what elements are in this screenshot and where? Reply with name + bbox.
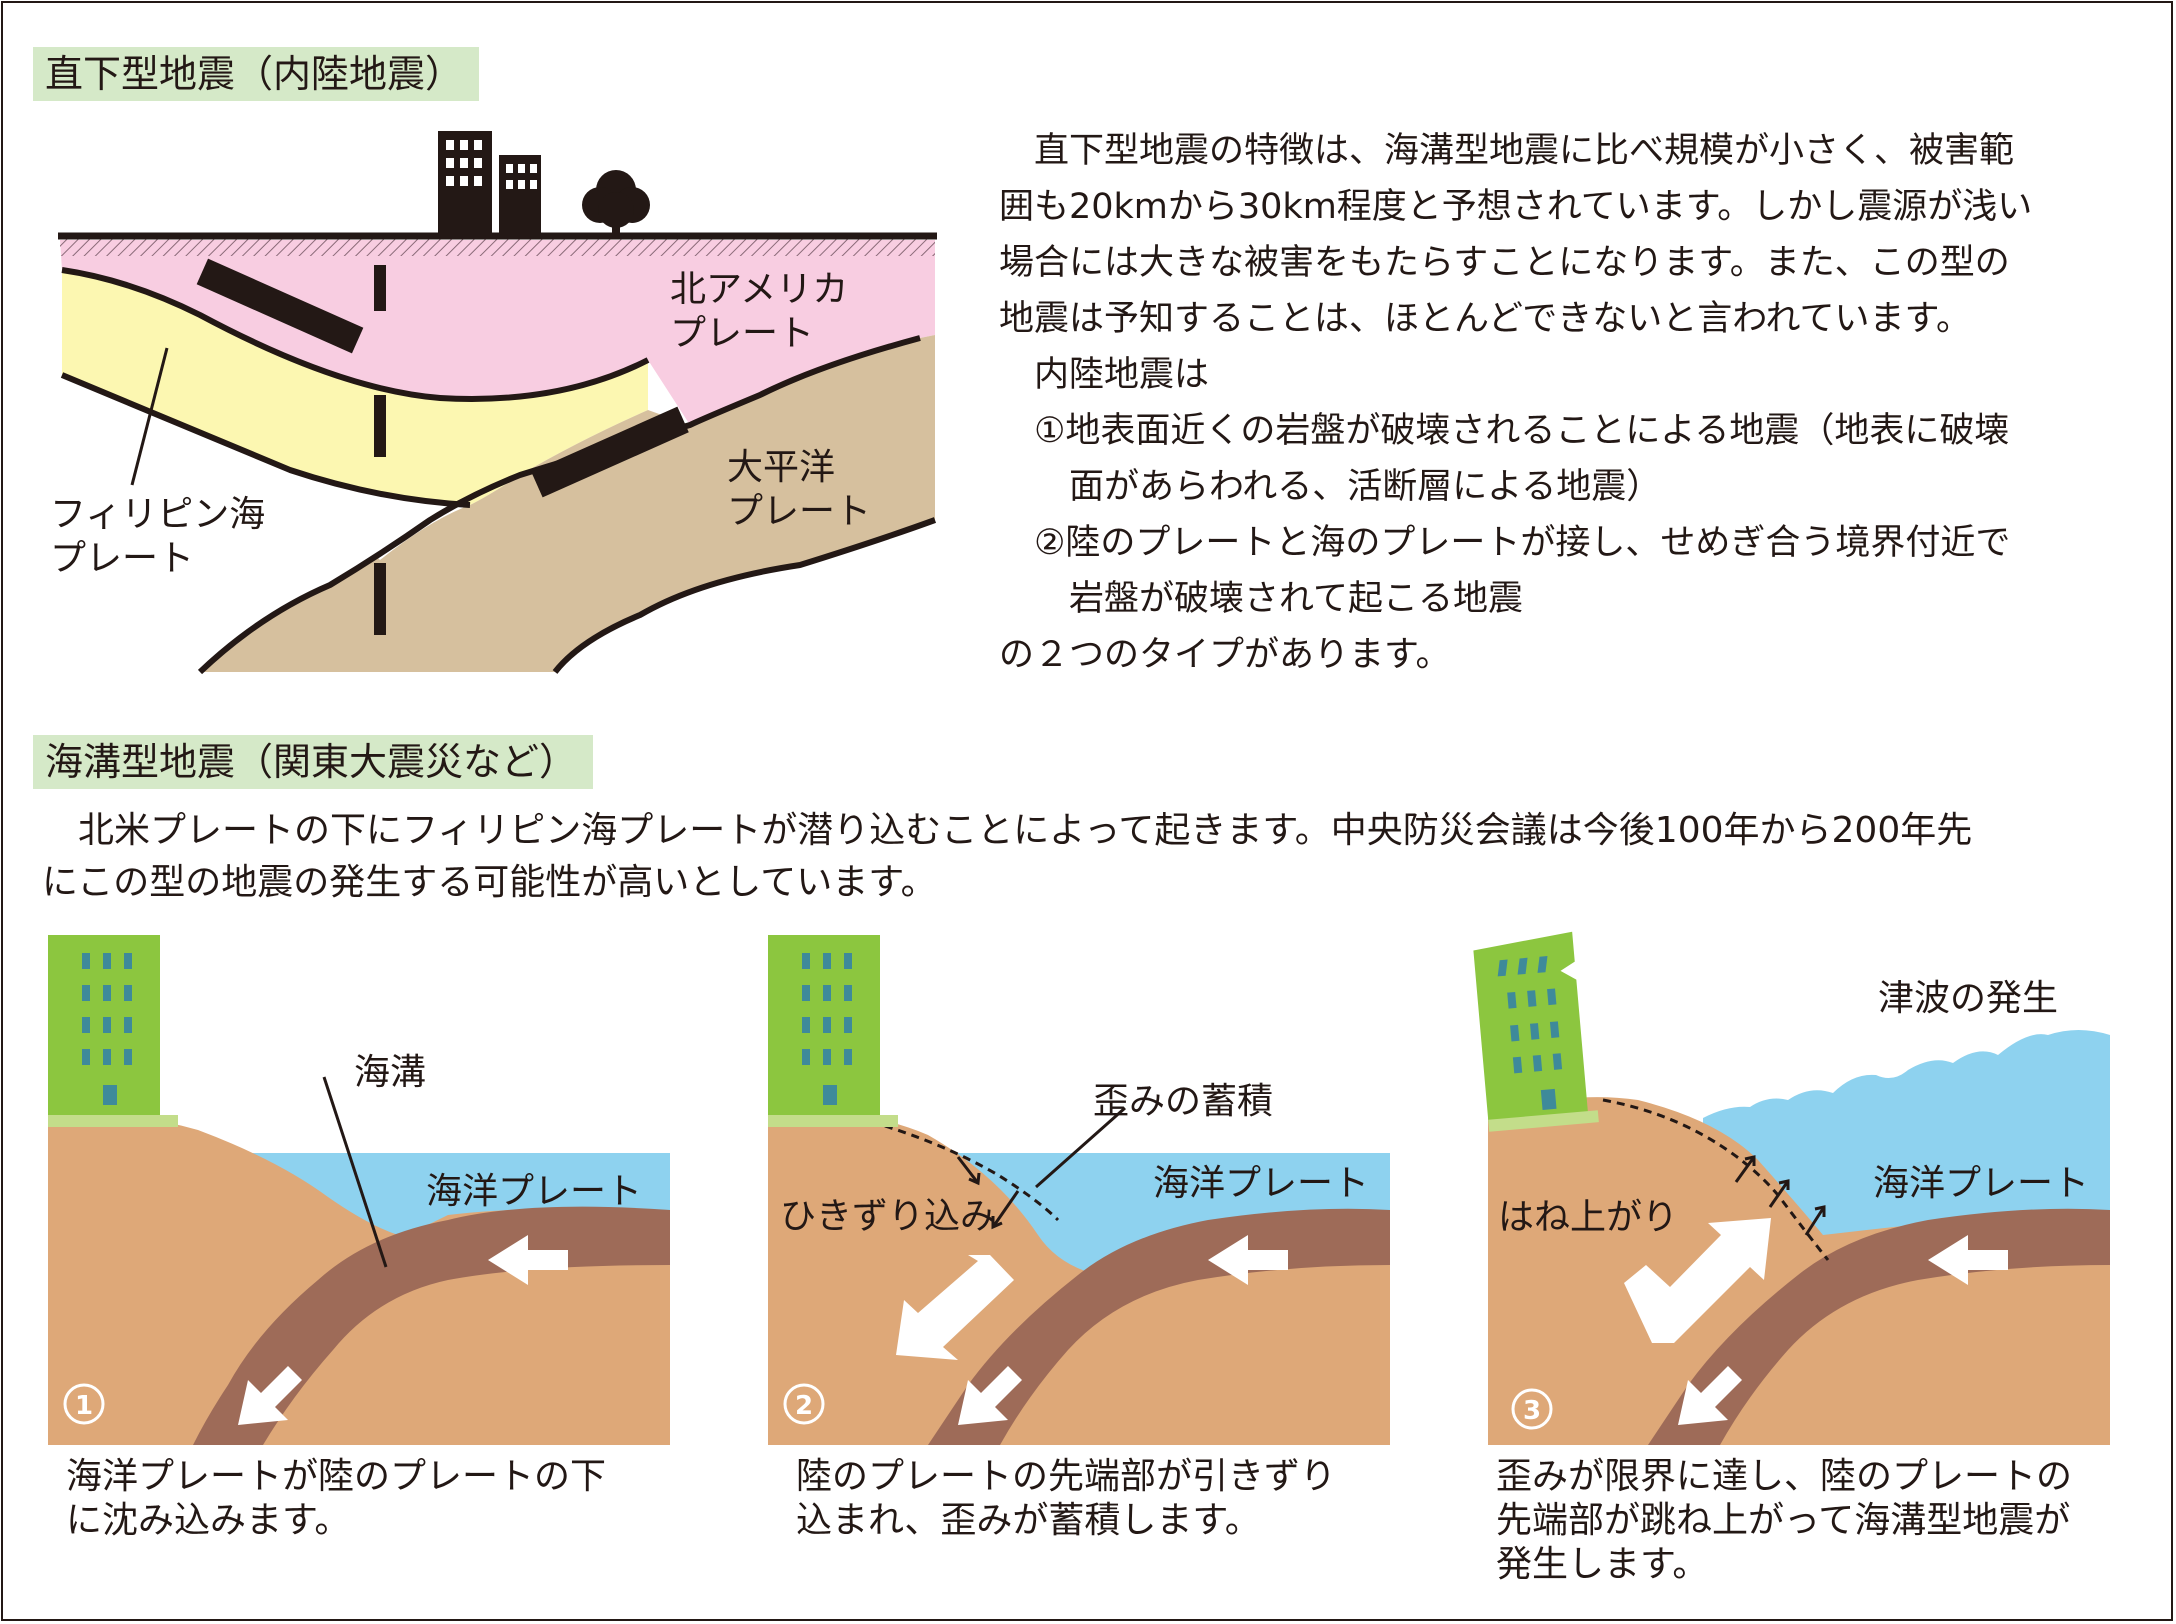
tsunami-label: 津波の発生 bbox=[1878, 978, 2059, 1019]
text-line: の２つのタイプがあります。 bbox=[999, 635, 1451, 675]
rebound-label: はね上がり bbox=[1498, 1197, 1679, 1238]
drag-label: ひきずり込み bbox=[780, 1196, 997, 1237]
text-line: 囲も20kmから30km程度と予想されています。しかし震源が浅い bbox=[999, 187, 2033, 227]
ground-hatch bbox=[60, 238, 935, 256]
ocean-plate-label: 海洋プレート bbox=[426, 1171, 643, 1212]
text-line: にこの型の地震の発生する可能性が高いとしています。 bbox=[42, 862, 937, 903]
strain-arrow-icon bbox=[956, 1156, 1020, 1230]
step-number-badge bbox=[63, 1383, 105, 1425]
tilted-building-icon bbox=[1473, 931, 1599, 1132]
step-number: 1 bbox=[75, 1391, 93, 1421]
section-heading-inland-quake: 直下型地震（内陸地震） bbox=[33, 47, 480, 101]
fault-bar bbox=[196, 258, 364, 354]
north-american-plate bbox=[60, 240, 935, 425]
step-number-badge bbox=[783, 1383, 825, 1425]
boundary-line bbox=[60, 372, 471, 508]
north-american-plate-label: 北アメリカプレート bbox=[670, 269, 849, 354]
trench-quake-description: 北米プレートの下にフィリピン海プレートが潜り込むことによって起きます。中央防災会… bbox=[42, 805, 1972, 909]
text-line: 地震は予知することは、ほとんどできないと言われています。 bbox=[999, 299, 1971, 339]
panel-2-diagram: 2 bbox=[768, 935, 1390, 1445]
step-number: 2 bbox=[795, 1391, 813, 1421]
arrow-left-icon bbox=[488, 1235, 568, 1285]
quake-marker bbox=[374, 395, 386, 457]
quake-marker bbox=[374, 563, 386, 635]
step-number-badge bbox=[1511, 1388, 1553, 1430]
panel-2-caption: 陸のプレートの先端部が引きずり込まれ、歪みが蓄積します。 bbox=[796, 1456, 1337, 1541]
text-line: ①地表面近くの岩盤が破壊されることによる地震（地表に破壊 bbox=[999, 411, 2010, 451]
rebound-arrow-icon bbox=[1734, 1155, 1826, 1236]
strain-dashed-line bbox=[857, 1116, 1060, 1222]
text-line: 場合には大きな被害をもたらすことになります。また、この型の bbox=[999, 243, 2010, 283]
arrow-down-left-icon bbox=[958, 1366, 1022, 1425]
building-icon bbox=[438, 131, 541, 236]
philippine-sea-plate bbox=[62, 270, 648, 505]
text-line: 面があらわれる、活断層による地震） bbox=[999, 467, 1662, 507]
fault-bar bbox=[531, 406, 689, 498]
land-plate bbox=[48, 1114, 398, 1445]
trench-leader bbox=[322, 1076, 388, 1268]
tree-icon bbox=[582, 170, 650, 236]
drag-arrow-icon bbox=[896, 1255, 1014, 1360]
quake-marker bbox=[374, 265, 386, 311]
strain-leader bbox=[1035, 1106, 1126, 1189]
arrow-left-icon bbox=[1928, 1235, 2008, 1285]
strain-label: 歪みの蓄積 bbox=[1093, 1081, 1274, 1122]
ocean-plate-label: 海洋プレート bbox=[1873, 1163, 2090, 1204]
panel-1-caption: 海洋プレートが陸のプレートの下に沈み込みます。 bbox=[66, 1456, 607, 1541]
philippine-sea-plate-label: フィリピン海プレート bbox=[50, 494, 266, 579]
text-line: 内陸地震は bbox=[999, 355, 1210, 395]
panel-3-diagram: 3 bbox=[1473, 931, 2110, 1445]
arrow-left-icon bbox=[1208, 1235, 1288, 1285]
label-leader bbox=[130, 347, 169, 486]
trench-label: 海溝 bbox=[354, 1052, 427, 1093]
text-line: ②陸のプレートと海のプレートが接し、せめぎ合う境界付近で bbox=[999, 523, 2011, 563]
step-number: 3 bbox=[1523, 1396, 1541, 1426]
panel-3-caption: 歪みが限界に達し、陸のプレートの先端部が跳ね上がって海溝型地震が発生します。 bbox=[1496, 1456, 2073, 1585]
inland-quake-cross-section bbox=[58, 131, 937, 675]
text-line: 直下型地震の特徴は、海溝型地震に比べ規模が小さく、被害範 bbox=[999, 131, 2015, 171]
arrow-down-left-icon bbox=[1678, 1366, 1742, 1425]
ocean-plate-label: 海洋プレート bbox=[1153, 1163, 1370, 1204]
pacific-plate-label: 大平洋プレート bbox=[727, 447, 872, 532]
inland-quake-description: 直下型地震の特徴は、海溝型地震に比べ規模が小さく、被害範囲も20kmから30km… bbox=[999, 123, 2032, 683]
boundary-line bbox=[61, 267, 650, 402]
panel-1-diagram: 1 bbox=[48, 935, 670, 1445]
building-icon bbox=[768, 935, 898, 1127]
arrow-down-left-icon bbox=[238, 1366, 302, 1425]
rebound-up-arrow-icon bbox=[1624, 1218, 1771, 1343]
boundary-line bbox=[552, 517, 937, 674]
text-line: 岩盤が破壊されて起こる地震 bbox=[999, 579, 1523, 619]
section-heading-trench-quake: 海溝型地震（関東大震災など） bbox=[33, 735, 594, 789]
building-icon bbox=[48, 935, 178, 1127]
land-plate bbox=[1488, 1097, 2110, 1445]
boundary-line bbox=[197, 335, 921, 675]
text-line: 北米プレートの下にフィリピン海プレートが潜り込むことによって起きます。中央防災会… bbox=[42, 810, 1973, 851]
